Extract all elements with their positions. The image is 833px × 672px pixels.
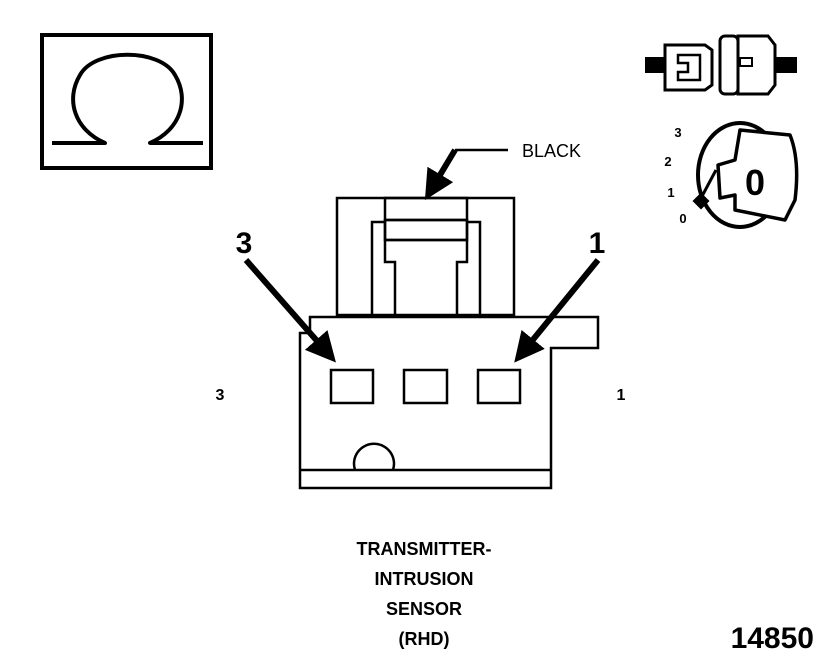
pin-side-label-left: 3 (216, 387, 225, 404)
pin-callout-left: 3 (236, 227, 253, 260)
component-caption: TRANSMITTER- INTRUSION SENSOR (RHD) (357, 539, 492, 649)
ignition-position-0: 0 (679, 211, 686, 226)
ignition-key-label: 0 (745, 162, 765, 203)
pin-side-label-right: 1 (617, 387, 626, 404)
cavity-2 (402, 368, 449, 405)
connector-face (298, 196, 600, 490)
cavity-1 (476, 368, 522, 405)
wire-color-label: BLACK (522, 141, 581, 161)
ignition-key-icon: 0 3 2 1 0 (664, 121, 799, 229)
caption-line-2: INTRUSION (375, 569, 474, 589)
figure-number: 14850 (731, 622, 814, 655)
pin-callout-right: 1 (589, 227, 606, 260)
ohmmeter-icon (40, 33, 213, 170)
ignition-position-1: 1 (667, 185, 674, 200)
pin-callout-arrows (243, 258, 601, 363)
ignition-position-3: 3 (674, 125, 681, 140)
disconnected-connector-icon (645, 34, 797, 96)
ignition-position-2: 2 (664, 154, 671, 169)
caption-line-1: TRANSMITTER- (357, 539, 492, 559)
caption-line-3: SENSOR (386, 599, 462, 619)
caption-line-4: (RHD) (399, 629, 450, 649)
cavity-3 (329, 368, 375, 405)
wire-color-callout: BLACK (424, 141, 581, 201)
